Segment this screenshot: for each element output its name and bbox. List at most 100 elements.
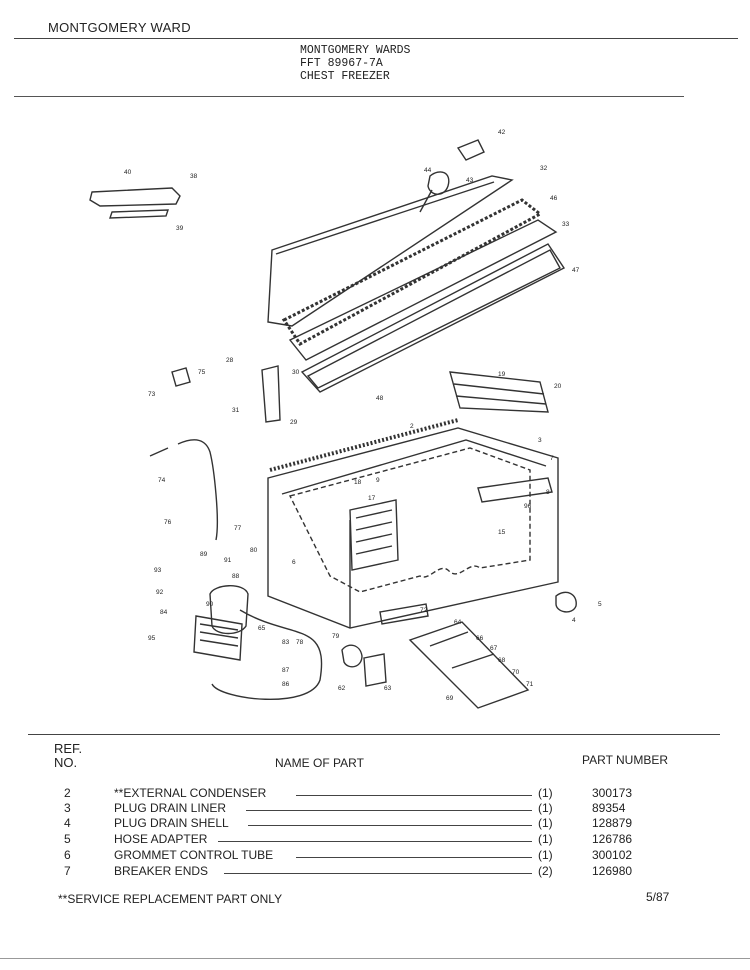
callout-label: 30 <box>292 369 300 376</box>
callout-label: 7 <box>550 455 554 462</box>
table-rule <box>28 734 720 735</box>
callout-label: 48 <box>376 395 384 402</box>
ref-number: 6 <box>64 848 71 862</box>
leader-line <box>296 857 532 858</box>
ref-header-line-2: NO. <box>54 755 78 770</box>
callout-label: 3 <box>538 437 542 444</box>
callout-label: 32 <box>540 165 548 172</box>
callout-label: 19 <box>498 371 506 378</box>
name-header: NAME OF PART <box>275 756 364 770</box>
ref-number: 5 <box>64 832 71 846</box>
callout-label: 4 <box>572 617 576 624</box>
table-row: 3 PLUG DRAIN LINER (1) 89354 <box>0 801 750 816</box>
callout-label: 70 <box>512 669 520 676</box>
part-number: 300173 <box>592 786 633 800</box>
quantity: (1) <box>538 801 553 815</box>
cabinet-body <box>267 427 559 629</box>
bottom-rule <box>0 958 750 959</box>
part-name: GROMMET CONTROL TUBE <box>114 848 274 862</box>
quantity: (2) <box>538 864 553 878</box>
tubing-loop <box>211 609 323 700</box>
callout-label: 31 <box>232 407 240 414</box>
revision-date: 5/87 <box>646 890 670 904</box>
callout-label: 17 <box>368 495 376 502</box>
part-number: 126980 <box>592 864 633 878</box>
part-name: BREAKER ENDS <box>114 864 209 878</box>
part-name: PLUG DRAIN SHELL <box>114 816 229 830</box>
ref-number: 4 <box>64 816 71 830</box>
drain-plug <box>555 591 577 613</box>
callout-label: 83 <box>282 639 290 646</box>
part-number-header: PART NUMBER <box>582 753 669 767</box>
callout-label: 29 <box>290 419 298 426</box>
callout-label: 78 <box>296 639 304 646</box>
callout-label: 20 <box>554 383 562 390</box>
callout-label: 87 <box>282 667 290 674</box>
callout-label: 71 <box>526 681 534 688</box>
leader-line <box>218 841 532 842</box>
callout-label: 96 <box>524 503 532 510</box>
callout-label: 42 <box>498 129 506 136</box>
callout-label: 95 <box>148 635 156 642</box>
cabinet-liner <box>288 447 531 593</box>
part-name: **EXTERNAL CONDENSER <box>114 786 267 800</box>
quantity: (1) <box>538 848 553 862</box>
callout-label: 44 <box>424 167 432 174</box>
lid-liner <box>288 219 558 361</box>
callout-label: 46 <box>550 195 558 202</box>
callout-label: 84 <box>160 609 168 616</box>
callout-label: 6 <box>292 559 296 566</box>
callout-label: 79 <box>332 633 340 640</box>
model-header: MONTGOMERY WARDS FFT 89967-7A CHEST FREE… <box>300 44 410 83</box>
callout-label: 68 <box>498 657 506 664</box>
service-footnote: **SERVICE REPLACEMENT PART ONLY <box>58 892 283 906</box>
callout-label: 66 <box>476 635 484 642</box>
ref-header: REF. NO. <box>54 742 82 770</box>
header-line-3: CHEST FREEZER <box>300 70 390 83</box>
lid-panel <box>300 243 566 393</box>
callout-label: 89 <box>200 551 208 558</box>
ref-number: 3 <box>64 801 71 815</box>
callout-label: 93 <box>154 567 162 574</box>
callout-label: 91 <box>224 557 232 564</box>
breaker-strip <box>477 477 553 503</box>
part-number: 128879 <box>592 816 633 830</box>
lamp-part <box>456 139 485 161</box>
callout-label: 62 <box>338 685 346 692</box>
brand-name: MONTGOMERY WARD <box>48 20 191 35</box>
callout-label: 28 <box>226 357 234 364</box>
control-tray <box>408 621 530 709</box>
condenser-unit <box>193 615 243 661</box>
leader-line <box>296 795 532 796</box>
header-line-2: FFT 89967-7A <box>300 57 383 70</box>
ref-number: 7 <box>64 864 71 878</box>
callout-label: 5 <box>598 601 602 608</box>
callout-label: 33 <box>562 221 570 228</box>
callout-label: 63 <box>384 685 392 692</box>
callout-label: 39 <box>176 225 184 232</box>
callout-label: 73 <box>148 391 156 398</box>
callout-label: 80 <box>250 547 258 554</box>
callout-label: 90 <box>206 601 214 608</box>
callout-label: 40 <box>124 169 132 176</box>
lid-gasket <box>281 198 543 346</box>
callout-label: 15 <box>498 529 506 536</box>
table-row: 4 PLUG DRAIN SHELL (1) 128879 <box>0 816 750 831</box>
hinge-part <box>261 365 281 423</box>
callout-label: 65 <box>258 625 266 632</box>
exploded-parts-diagram: 42 32 44 43 40 38 46 33 39 47 28 75 30 1… <box>89 129 602 709</box>
handle-base-part <box>109 209 169 219</box>
callout-label: 38 <box>190 173 198 180</box>
callout-label: 74 <box>158 477 166 484</box>
quantity: (1) <box>538 832 553 846</box>
table-row: 2 **EXTERNAL CONDENSER (1) 300173 <box>0 786 750 801</box>
callout-label: 76 <box>164 519 172 526</box>
quantity: (1) <box>538 816 553 830</box>
table-row: 7 BREAKER ENDS (2) 126980 <box>0 864 750 879</box>
callout-label: 75 <box>198 369 206 376</box>
table-row: 5 HOSE ADAPTER (1) 126786 <box>0 832 750 847</box>
callout-label: 69 <box>446 695 454 702</box>
plug-part <box>171 367 191 387</box>
quantity: (1) <box>538 786 553 800</box>
callout-label: 88 <box>232 573 240 580</box>
